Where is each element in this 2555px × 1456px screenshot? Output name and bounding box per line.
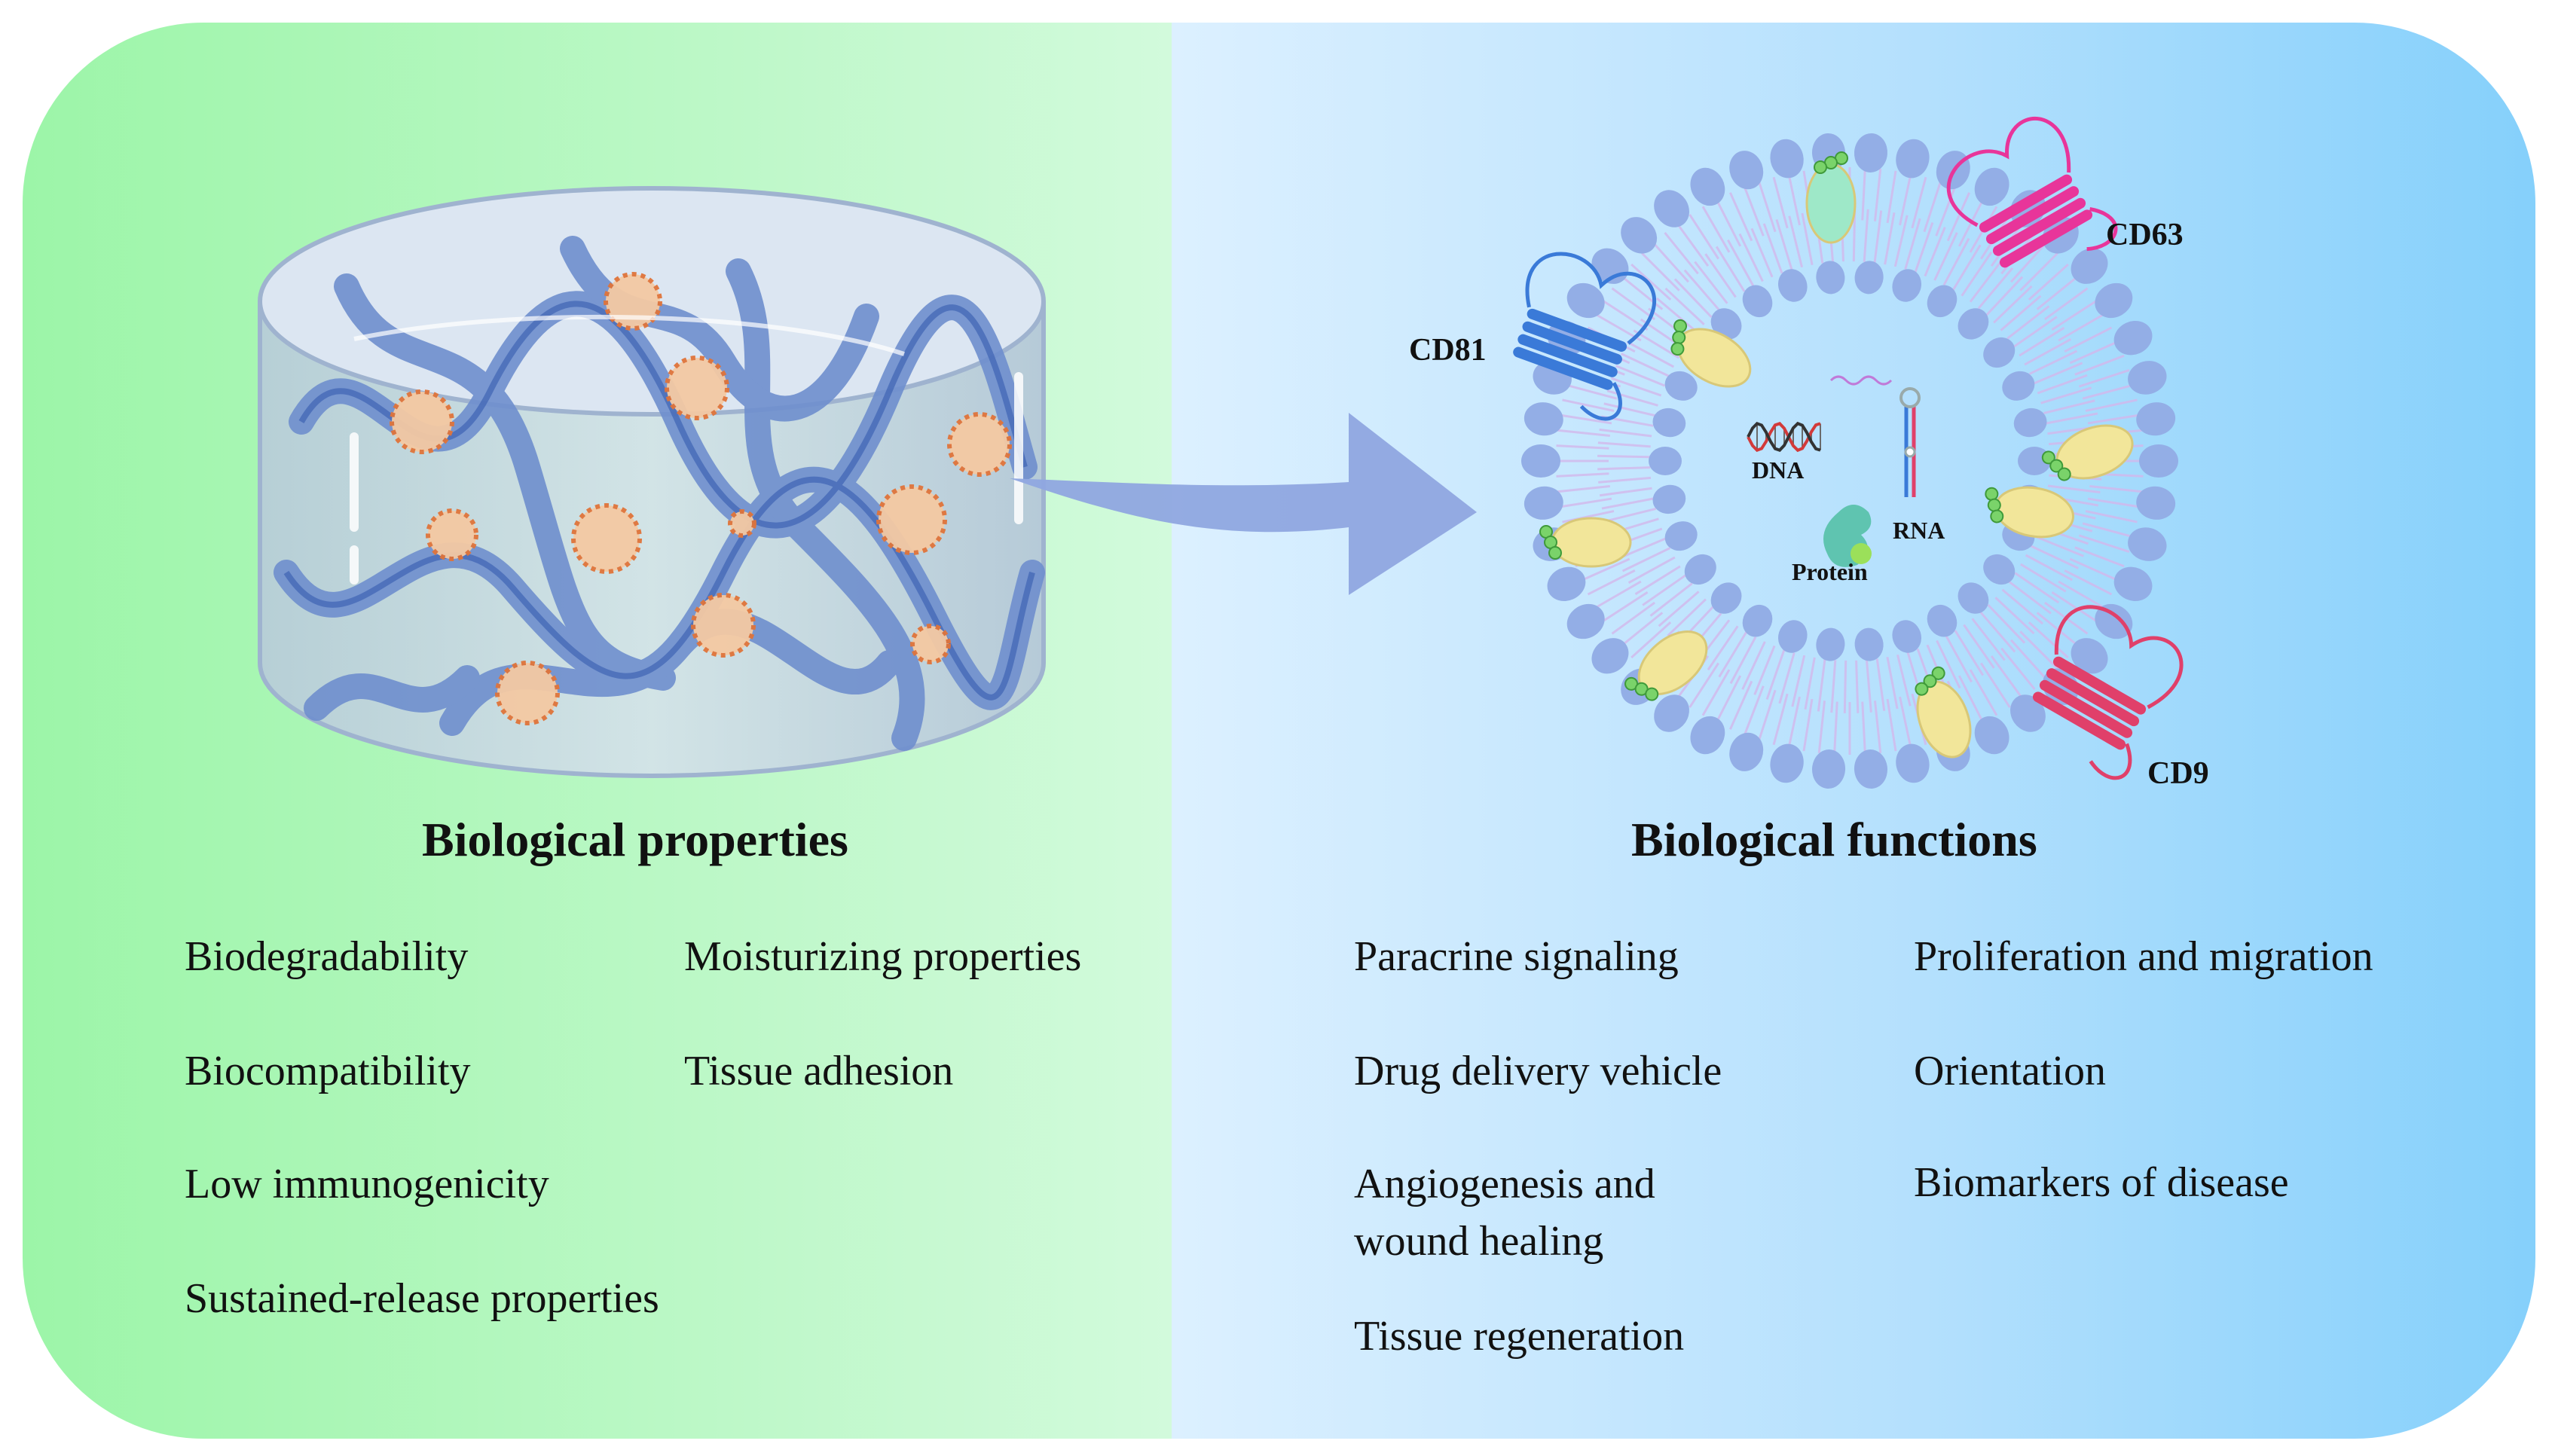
rna-label: RNA	[1893, 517, 1945, 544]
list-item: Biomarkers of disease	[1914, 1159, 2289, 1206]
cd63-label: CD63	[2106, 218, 2184, 252]
list-item: Low immunogenicity	[185, 1161, 549, 1207]
protein-label: Protein	[1792, 558, 1868, 585]
list-item: Moisturizing properties	[684, 933, 1082, 980]
list-item: Angiogenesis and	[1354, 1161, 1655, 1207]
list-item: Biodegradability	[185, 933, 469, 980]
list-item: Biocompatibility	[185, 1048, 471, 1094]
list-item: Paracrine signaling	[1354, 933, 1679, 980]
biological-functions-heading: Biological functions	[1631, 813, 2037, 866]
dna-label: DNA	[1752, 456, 1804, 484]
cd81-label: CD81	[1409, 333, 1487, 368]
cd9-label: CD9	[2147, 756, 2209, 791]
list-item: Tissue regeneration	[1354, 1313, 1685, 1360]
list-item: Tissue adhesion	[684, 1048, 954, 1094]
exosome-membrane-icon	[1513, 117, 2184, 789]
list-item: Orientation	[1914, 1048, 2107, 1094]
list-item: Proliferation and migration	[1914, 933, 2373, 980]
transition-arrow-icon	[1010, 413, 1477, 595]
list-item: Drug delivery vehicle	[1354, 1048, 1722, 1094]
biological-properties-heading: Biological properties	[422, 813, 848, 866]
list-item: wound healing	[1354, 1218, 1604, 1265]
hydrogel-cylinder-icon	[258, 186, 1046, 778]
list-item: Sustained-release properties	[185, 1275, 659, 1322]
